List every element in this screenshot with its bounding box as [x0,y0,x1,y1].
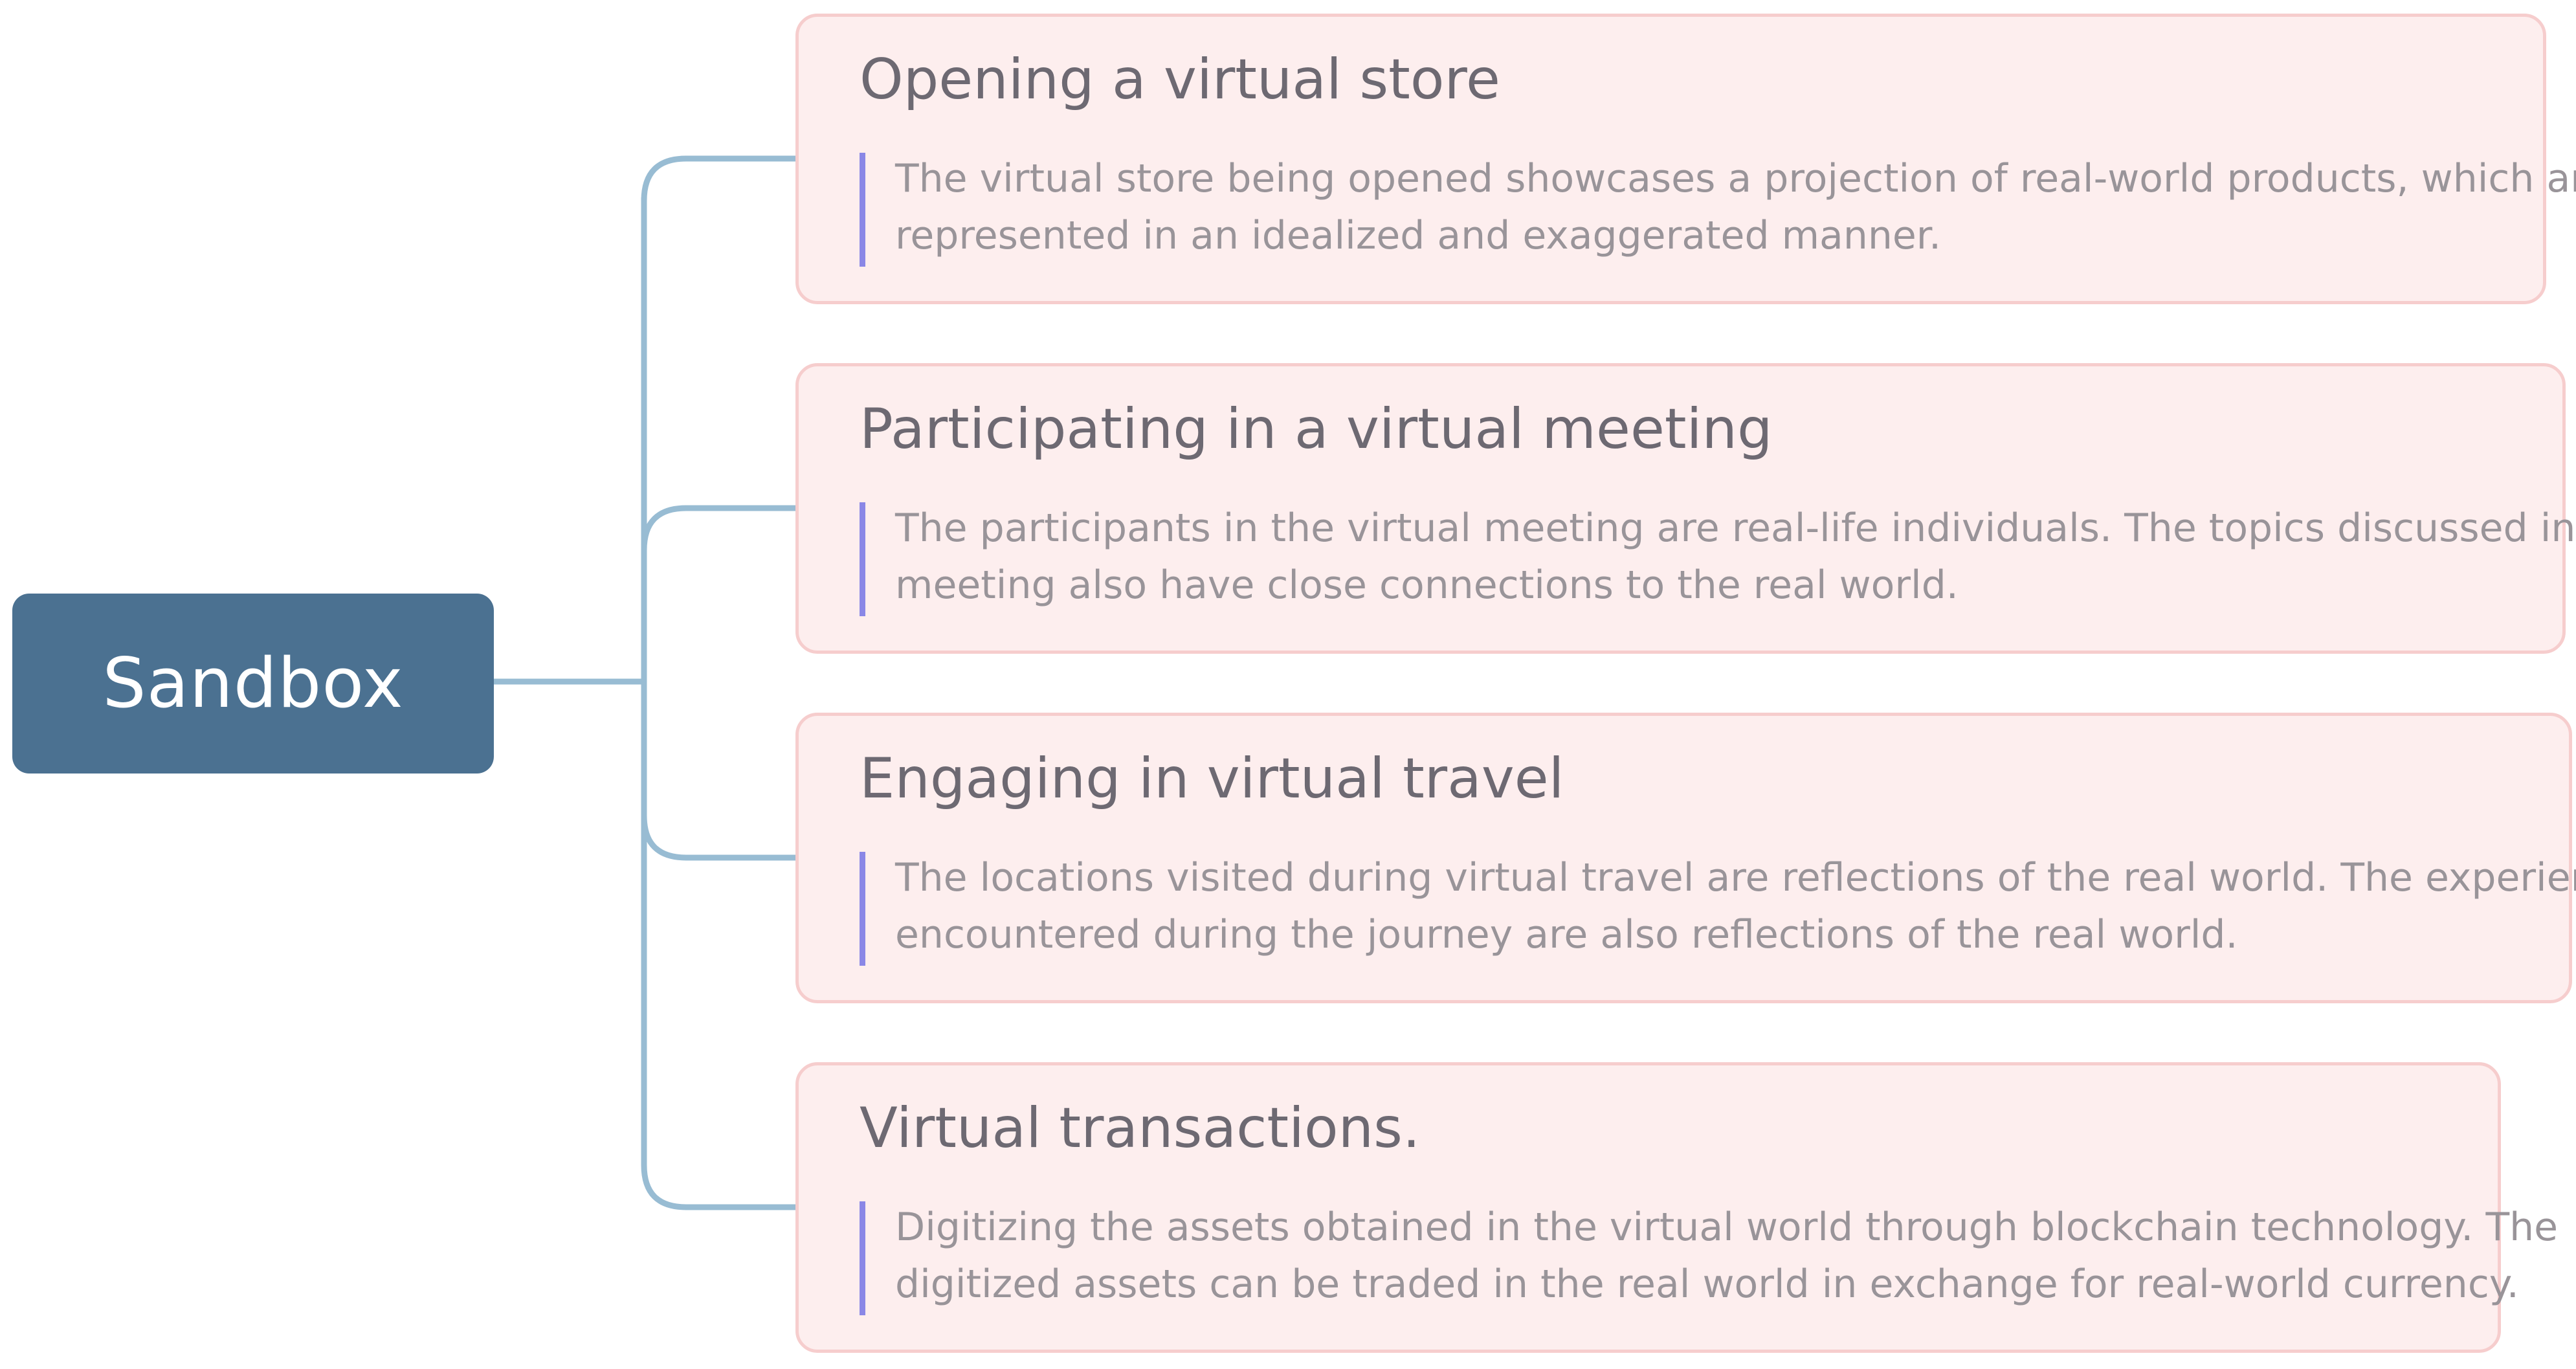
root-node[interactable]: Sandbox [12,594,494,774]
topic-title: Engaging in virtual travel [860,746,1564,811]
topic-title: Participating in a virtual meeting [860,397,1773,462]
description-line: Digitizing the assets obtained in the vi… [895,1205,2559,1250]
description-line: The locations visited during virtual tra… [895,855,2576,900]
topic-title: Opening a virtual store [860,47,1500,112]
connector-branch-2 [641,505,795,551]
topic-title: Virtual transactions. [860,1096,1421,1161]
description-line: digitized assets can be traded in the re… [895,1262,2519,1307]
topic-description: The participants in the virtual meeting … [860,502,2576,616]
topic-node-virtual-meeting[interactable]: Participating in a virtual meeting The p… [795,363,2576,654]
topic-description: The locations visited during virtual tra… [860,852,2576,966]
connector-branch-1 [641,155,795,201]
topic-description: The virtual store being opened showcases… [860,153,2576,267]
description-line: The participants in the virtual meeting … [895,506,2576,551]
description-line: The virtual store being opened showcases… [895,156,2576,201]
topic-node-virtual-store[interactable]: Opening a virtual store The virtual stor… [795,14,2576,304]
description-line: meeting also have close connections to t… [895,562,1959,608]
connector-branch-3 [641,815,795,861]
description-line: represented in an idealized and exaggera… [895,213,1942,258]
root-node-label: Sandbox [102,643,404,723]
connector-branch-4 [641,1164,795,1210]
topic-node-virtual-transactions[interactable]: Virtual transactions. Digitizing the ass… [795,1062,2558,1353]
description-line: encountered during the journey are also … [895,912,2238,957]
topic-description: Digitizing the assets obtained in the vi… [860,1201,2558,1315]
topic-node-virtual-travel[interactable]: Engaging in virtual travel The locations… [795,713,2576,1003]
